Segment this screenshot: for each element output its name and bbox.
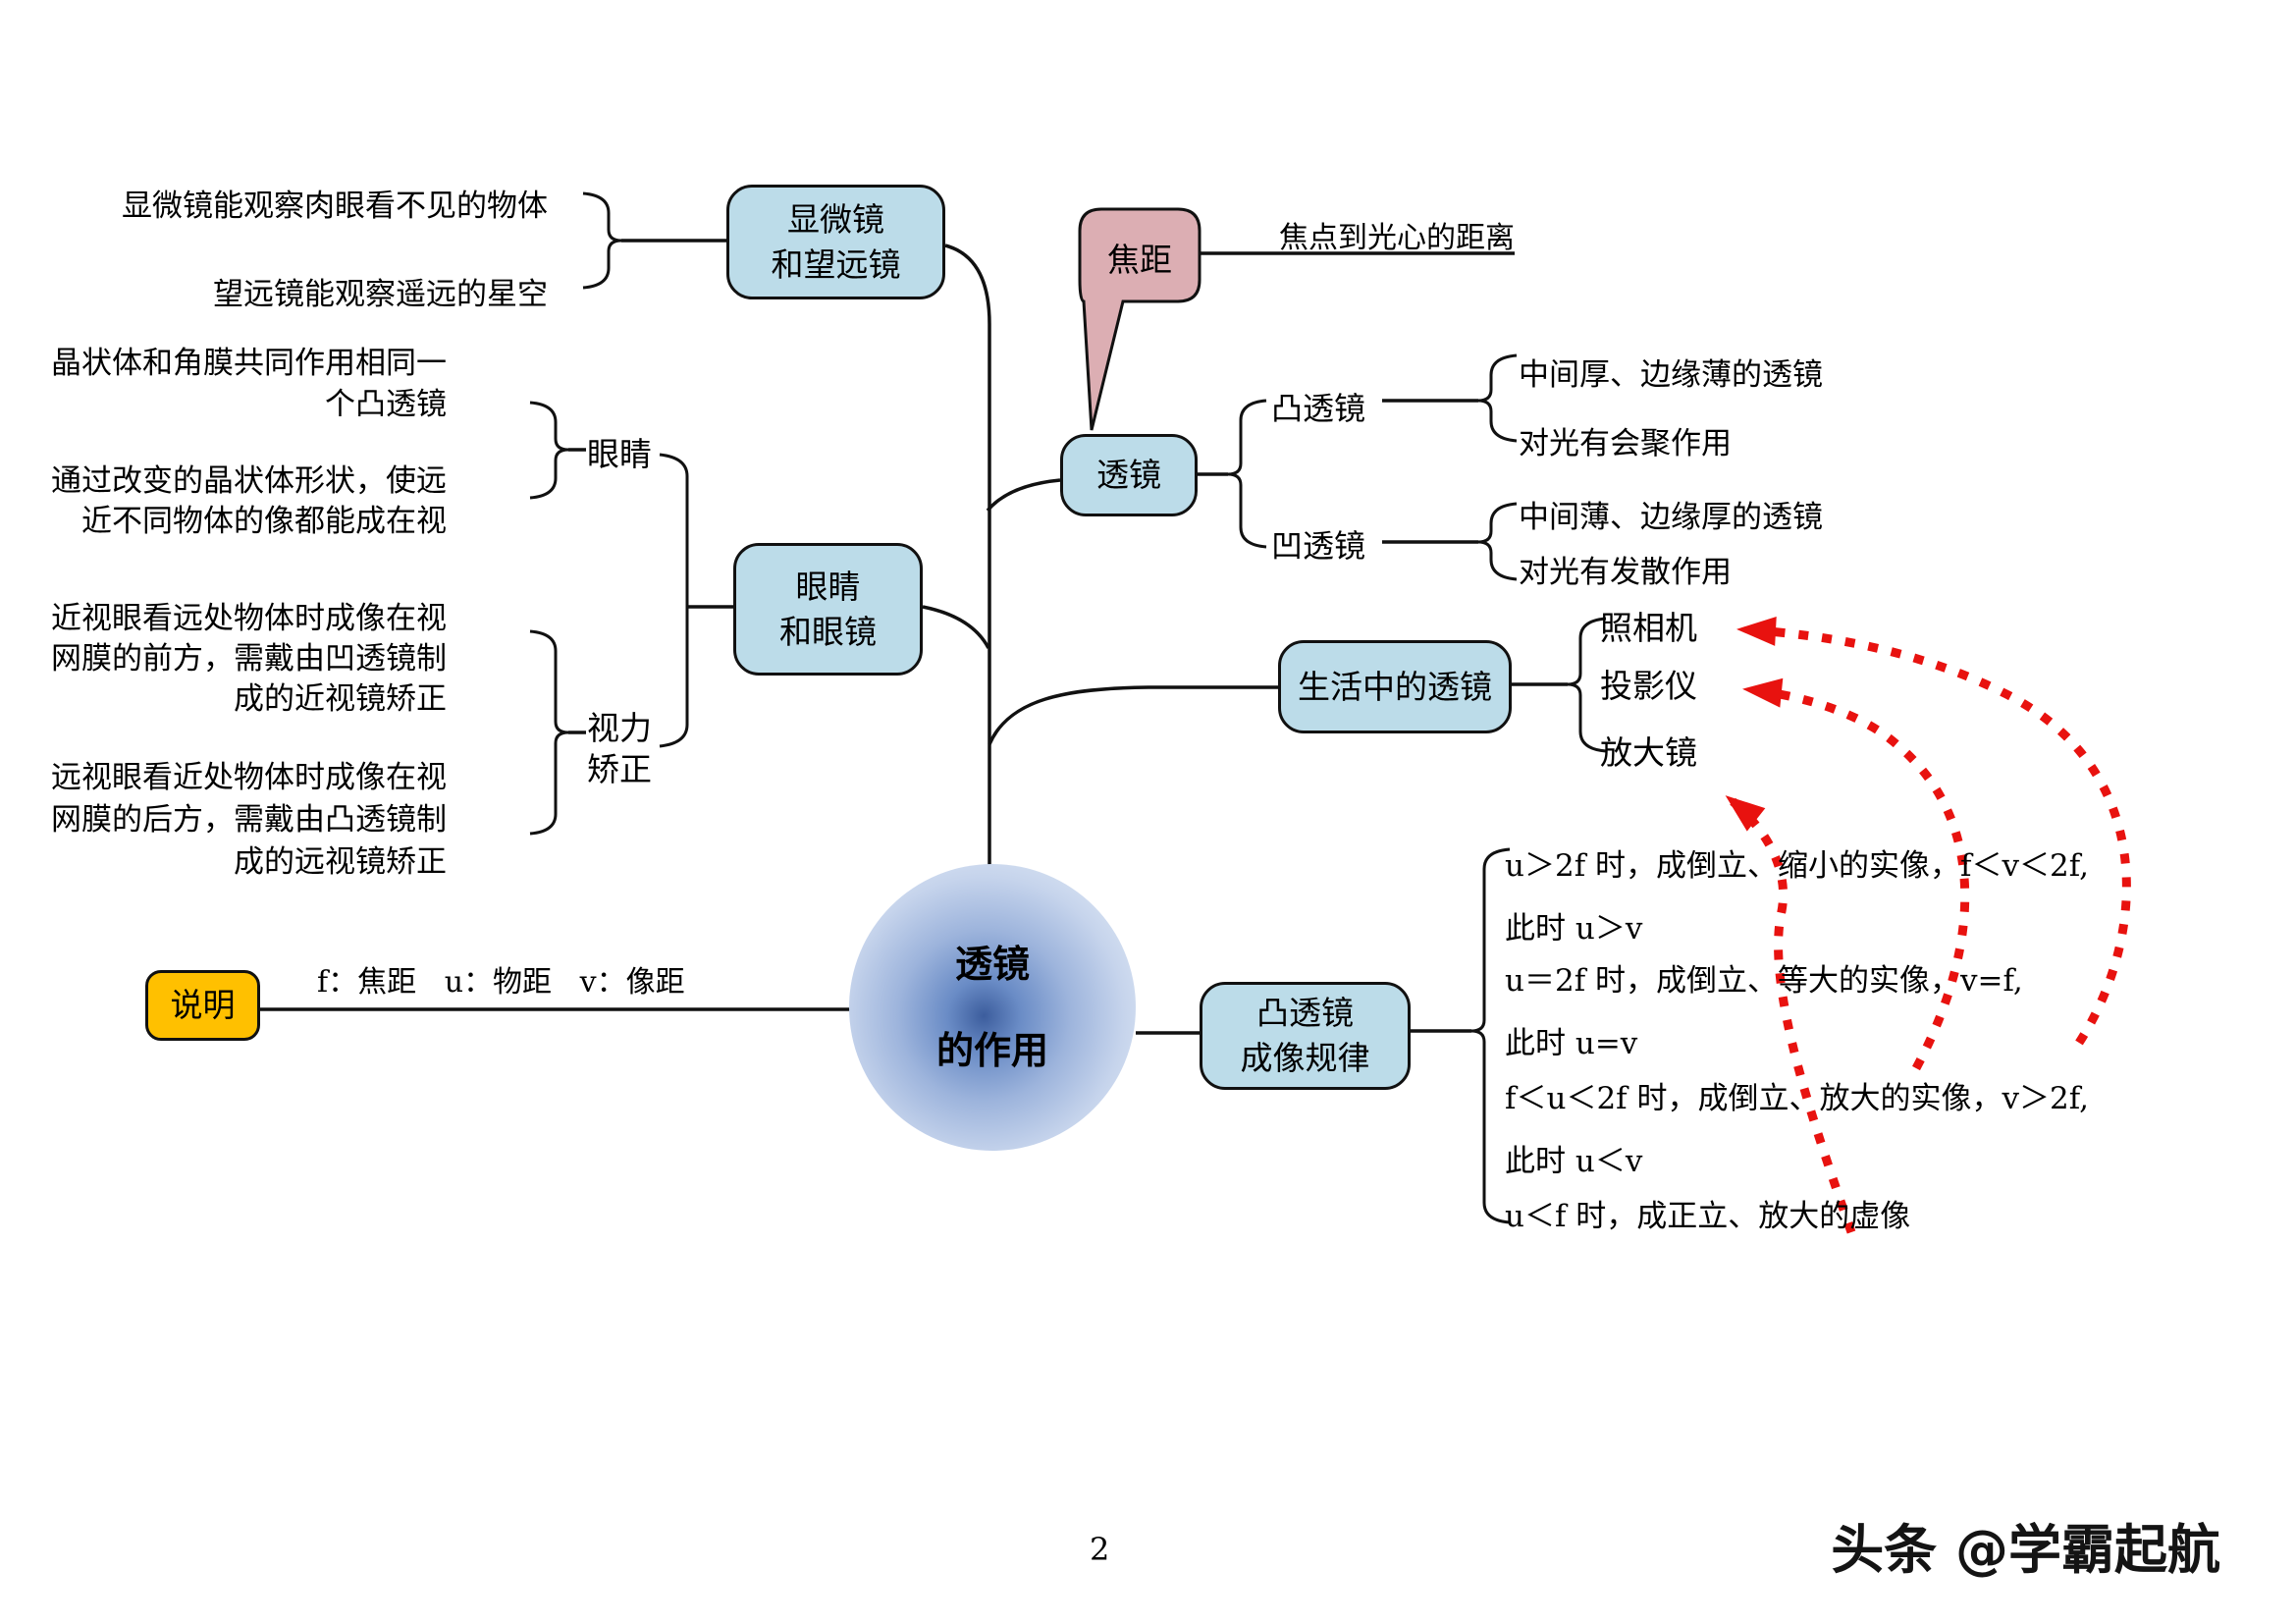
red-arrows	[1725, 616, 2131, 1234]
branch-lines	[260, 239, 1568, 1035]
imaging-rule-3-line2: 此时 u＜v	[1505, 1144, 1643, 1179]
imaging-rule-1-line2: 此时 u＞v	[1505, 911, 1643, 947]
concave-lens-label: 凹透镜	[1271, 527, 1366, 565]
central-topic-line1: 透镜	[954, 942, 1030, 986]
imaging-rule-4-line1: u＜f 时，成正立、放大的虚像	[1505, 1199, 1911, 1234]
brace-microscope-group	[582, 191, 622, 290]
node-imaging-rules-line1: 凸透镜	[1256, 994, 1354, 1032]
imaging-rule-2: u＝2f 时，成倒立、等大的实像，v=f, 此时 u=v	[1505, 949, 2023, 1075]
imaging-rule-3-line1: f＜u＜2f 时，成倒立、放大的实像，v＞2f,	[1505, 1081, 2089, 1116]
node-microscope-telescope-line1: 显微镜	[787, 199, 884, 239]
node-microscope-telescope: 显微镜 和望远镜	[726, 185, 945, 299]
hyperopia-note-line1: 远视眼看近处物体时成像在视	[51, 760, 447, 795]
lens-branch-line	[986, 478, 1061, 513]
trunk-line	[944, 244, 991, 865]
focal-callout-balloon	[1078, 207, 1201, 431]
vision-correction-line1: 视力	[587, 709, 652, 747]
hyperopia-note-line3: 成的远视镜矫正	[234, 844, 447, 880]
convex-lens-label: 凸透镜	[1271, 390, 1366, 427]
concave-desc-2: 对光有发散作用	[1519, 555, 1732, 590]
myopia-note-line3: 成的近视镜矫正	[234, 681, 447, 717]
convex-desc-1: 中间厚、边缘薄的透镜	[1519, 357, 1823, 393]
life-branch-line	[988, 685, 1278, 745]
microscope-note: 显微镜能观察肉眼看不见的物体	[122, 189, 548, 224]
lens-shape-note: 通过改变的晶状体形状，使远 近不同物体的像都能成在视	[51, 461, 447, 542]
hyperopia-note: 远视眼看近处物体时成像在视 网膜的后方，需戴由凸透镜制 成的远视镜矫正	[51, 757, 447, 884]
imaging-rule-2-line2: 此时 u=v	[1505, 1026, 1638, 1061]
central-topic-line2: 的作用	[935, 1028, 1048, 1072]
node-imaging-rules: 凸透镜 成像规律	[1200, 982, 1411, 1090]
lens-crystal-note-line2: 个凸透镜	[325, 387, 447, 422]
node-lens-label: 透镜	[1096, 456, 1161, 494]
braces	[529, 191, 1607, 1224]
lens-crystal-note-line1: 晶状体和角膜共同作用相同一	[51, 346, 447, 381]
focal-definition: 焦点到光心的距离	[1279, 221, 1515, 255]
concave-desc-1: 中间薄、边缘厚的透镜	[1519, 500, 1823, 535]
myopia-note-line2: 网膜的前方，需戴由凹透镜制	[51, 641, 447, 677]
life-item-camera: 照相机	[1600, 609, 1697, 647]
lens-shape-note-line2: 近不同物体的像都能成在视	[81, 504, 447, 539]
brace-vision-group	[529, 629, 569, 836]
brace-eye-group	[529, 401, 569, 500]
life-item-projector: 投影仪	[1600, 667, 1697, 705]
focal-callout-label: 焦距	[1107, 241, 1172, 279]
imaging-rule-3: f＜u＜2f 时，成倒立、放大的实像，v＞2f, 此时 u＜v	[1505, 1067, 2089, 1193]
eye-sub-label: 眼睛	[587, 435, 652, 473]
brace-life-items	[1567, 617, 1607, 753]
brace-convex-desc	[1477, 353, 1518, 443]
arrow-to-projector-icon	[1742, 677, 1970, 1071]
vision-correction-line2: 矫正	[587, 750, 652, 788]
node-note: 说明	[145, 970, 260, 1041]
watermark: 头条 @学霸起航	[1831, 1519, 2220, 1581]
life-item-magnifier: 放大镜	[1600, 733, 1697, 772]
myopia-note-line1: 近视眼看远处物体时成像在视	[51, 601, 447, 636]
convex-desc-2: 对光有会聚作用	[1519, 426, 1732, 461]
page-number: 2	[1090, 1531, 1110, 1568]
node-eye-glasses-line2: 和眼镜	[779, 612, 877, 651]
telescope-note: 望远镜能观察遥远的星空	[213, 277, 548, 312]
imaging-rule-1: u＞2f 时，成倒立、缩小的实像，f＜v＜2f, 此时 u＞v	[1505, 835, 2089, 960]
node-note-label: 说明	[170, 986, 236, 1024]
arrow-to-camera-icon	[1736, 616, 2131, 1046]
imaging-rule-2-line1: u＝2f 时，成倒立、等大的实像，v=f,	[1505, 963, 2023, 999]
node-lenses-in-life-label: 生活中的透镜	[1298, 667, 1492, 706]
lens-crystal-note: 晶状体和角膜共同作用相同一 个凸透镜	[51, 343, 447, 425]
imaging-rule-4: u＜f 时，成正立、放大的虚像	[1505, 1185, 1910, 1248]
node-lenses-in-life: 生活中的透镜	[1278, 640, 1512, 733]
brace-concave-desc	[1477, 502, 1518, 581]
central-topic: 透镜 的作用	[849, 864, 1136, 1151]
vision-correction-label: 视力 矫正	[587, 708, 652, 790]
lens-shape-note-line1: 通过改变的晶状体形状，使远	[51, 463, 447, 499]
node-imaging-rules-line2: 成像规律	[1240, 1039, 1370, 1077]
eye-branch-line	[922, 605, 990, 649]
node-eye-glasses: 眼睛 和眼镜	[733, 543, 923, 676]
node-lens: 透镜	[1060, 434, 1198, 516]
imaging-rule-1-line1: u＞2f 时，成倒立、缩小的实像，f＜v＜2f,	[1505, 848, 2089, 884]
hyperopia-note-line2: 网膜的后方，需戴由凸透镜制	[51, 802, 447, 838]
brace-imaging-rules	[1470, 847, 1511, 1224]
myopia-note: 近视眼看远处物体时成像在视 网膜的前方，需戴由凹透镜制 成的近视镜矫正	[51, 599, 447, 720]
brace-eye-node	[659, 453, 689, 748]
node-eye-glasses-line1: 眼睛	[795, 567, 861, 606]
brace-lens-types	[1227, 399, 1267, 549]
note-legend: f：焦距 u：物距 v：像距	[317, 965, 685, 1000]
node-microscope-telescope-line2: 和望远镜	[771, 244, 901, 284]
